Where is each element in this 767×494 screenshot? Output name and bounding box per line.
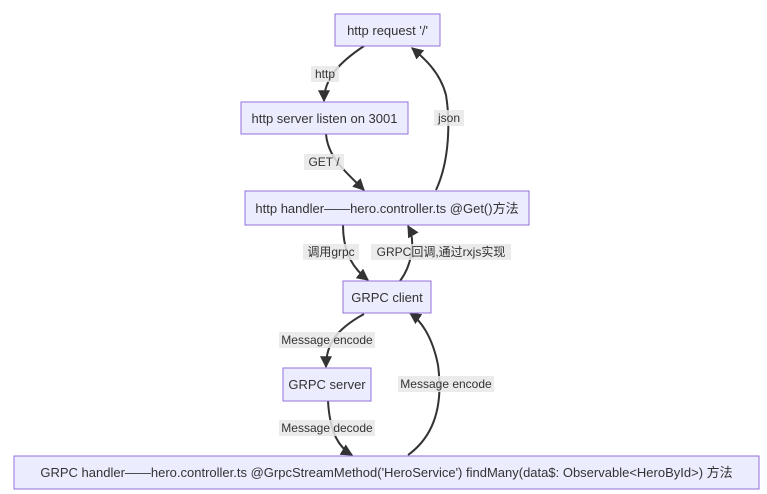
edge-handler-to-request bbox=[411, 47, 450, 191]
edge-label-message-encode-1: Message encode bbox=[281, 333, 373, 347]
node-grpc-server-label: GRPC server bbox=[288, 377, 366, 392]
node-http-handler-label: http handler——hero.controller.ts @Get()方… bbox=[255, 201, 518, 216]
edge-label-get: GET / bbox=[308, 155, 340, 169]
node-grpc-client: GRPC client bbox=[342, 280, 432, 314]
node-http-handler: http handler——hero.controller.ts @Get()方… bbox=[244, 190, 530, 226]
nodes: http request '/' http server listen on 3… bbox=[13, 13, 760, 490]
edge-label-message-decode: Message decode bbox=[281, 421, 373, 435]
edge-labels: http GET / json 调用grpc GRPC回调,通过rxjs实现 M… bbox=[279, 66, 511, 436]
edge-label-grpc-callback: GRPC回调,通过rxjs实现 bbox=[377, 244, 506, 259]
node-http-server-label: http server listen on 3001 bbox=[252, 111, 398, 126]
edge-server-to-grpc-handler bbox=[327, 400, 354, 456]
edge-label-call-grpc: 调用grpc bbox=[307, 245, 354, 259]
edge-label-json: json bbox=[437, 111, 460, 125]
node-grpc-client-label: GRPC client bbox=[351, 290, 423, 305]
edge-label-message-encode-2: Message encode bbox=[400, 377, 492, 391]
node-http-request-label: http request '/' bbox=[347, 23, 428, 38]
node-grpc-server: GRPC server bbox=[282, 367, 372, 402]
edge-grpc-handler-to-client bbox=[407, 312, 441, 456]
node-grpc-handler-label: GRPC handler——hero.controller.ts @GrpcSt… bbox=[40, 465, 732, 480]
edge-label-http: http bbox=[315, 67, 335, 81]
node-http-request: http request '/' bbox=[334, 13, 441, 47]
node-http-server: http server listen on 3001 bbox=[240, 101, 409, 135]
node-grpc-handler: GRPC handler——hero.controller.ts @GrpcSt… bbox=[13, 455, 760, 490]
